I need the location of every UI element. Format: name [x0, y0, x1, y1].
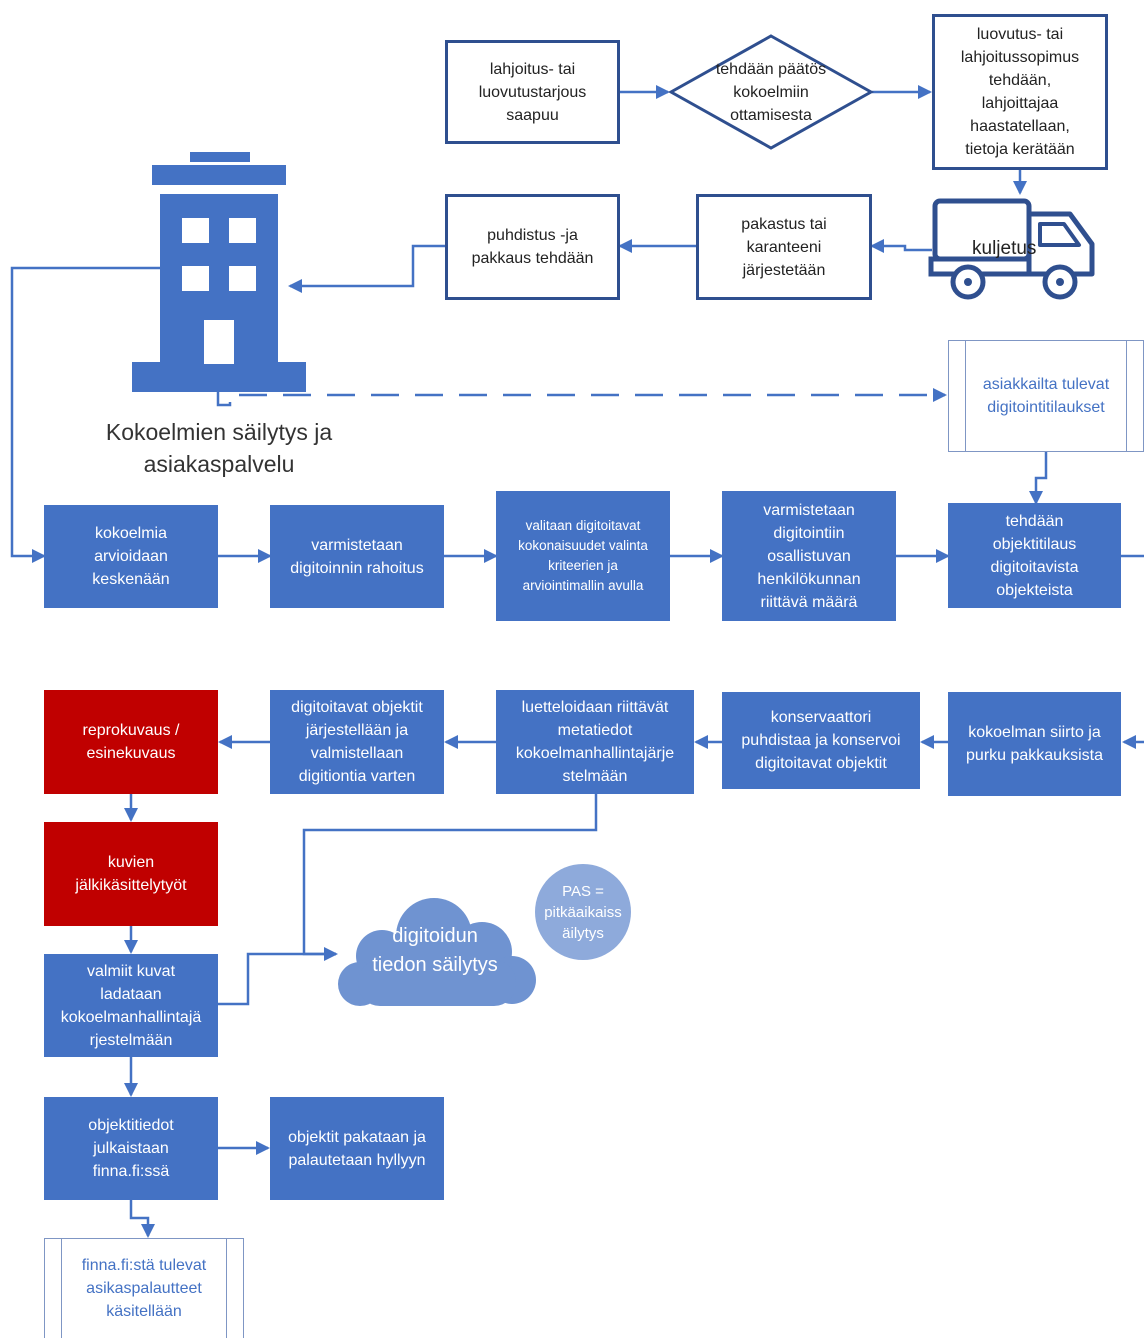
node-funding: varmistetaan digitoinnin rahoitus [270, 505, 444, 608]
node-assess: kokoelmia arvioidaan keskenään [44, 505, 218, 608]
node-return: objektit pakataan ja palautetaan hyllyyn [270, 1097, 444, 1200]
node-upload-label: valmiit kuvat ladataan kokoelmanhallinta… [60, 962, 202, 1049]
node-offer-label: lahjoitus- tai luovutustarjous saapuu [478, 60, 587, 124]
node-select-label: valitaan digitoitavat kokonaisuudet vali… [518, 518, 648, 593]
node-decision: tehdään päätös kokoelmiin ottamisesta [690, 54, 852, 130]
node-postprocess: kuvien jälkikäsittelytyöt [44, 822, 218, 926]
node-transfer: kokoelman siirto ja purku pakkauksista [948, 692, 1121, 796]
node-conservator-label: konservaattori puhdistaa ja konservoi di… [741, 709, 901, 772]
node-feedback-label: finna.fi:stä tulevat asikaspalautteet kä… [81, 1257, 207, 1320]
node-return-label: objektit pakataan ja palautetaan hyllyyn [288, 1128, 426, 1169]
node-customer-orders-label: asiakkailta tulevat digitointitilaukset [982, 376, 1110, 416]
node-agreement: luovutus- tai lahjoitussopimus tehdään, … [932, 14, 1108, 170]
node-catalog: luetteloidaan riittävät metatiedot kokoe… [496, 690, 694, 794]
truck-icon [928, 198, 1095, 300]
arrow-orders-order [1029, 452, 1048, 505]
building-icon [132, 152, 306, 392]
node-transport-label: kuljetus [972, 238, 1037, 259]
node-arrange: digitoitavat objektit järjestellään ja v… [270, 690, 444, 794]
node-publish-label: objektitiedot julkaistaan finna.fi:ssä [88, 1117, 174, 1180]
node-transfer-label: kokoelman siirto ja purku pakkauksista [966, 724, 1103, 764]
node-cloud: digitoidun tiedon säilytys [350, 922, 520, 980]
arrow-storage-assess [10, 266, 160, 563]
arrow-upload-cloud [218, 952, 336, 1006]
node-repro: reprokuvaus / esinekuvaus [44, 690, 218, 794]
node-order-label: tehdään objektitilaus digitoitavista obj… [990, 512, 1079, 599]
node-cleaning-label: puhdistus -ja pakkaus tehdään [471, 227, 594, 267]
arrow-truck-quarantine [870, 239, 932, 253]
arrow-storage-orders [216, 388, 947, 407]
node-staff: varmistetaan digitointiin osallistuvan h… [722, 491, 896, 621]
node-assess-label: kokoelmia arvioidaan keskenään [92, 525, 170, 588]
node-pas-label: PAS = pitkäaikaiss äilytys [544, 882, 622, 942]
node-offer: lahjoitus- tai luovutustarjous saapuu [445, 40, 620, 144]
node-storage: Kokoelmien säilytys ja asiakaspalvelu [84, 416, 354, 480]
arrow-cleaning-storage [288, 244, 445, 293]
node-funding-label: varmistetaan digitoinnin rahoitus [290, 536, 424, 577]
node-feedback: finna.fi:stä tulevat asikaspalautteet kä… [44, 1238, 244, 1338]
node-arrange-label: digitoitavat objektit järjestellään ja v… [291, 699, 423, 785]
node-select: valitaan digitoitavat kokonaisuudet vali… [496, 491, 670, 621]
node-customer-orders: asiakkailta tulevat digitointitilaukset [948, 340, 1144, 452]
decision-diamond [668, 34, 874, 150]
node-order: tehdään objektitilaus digitoitavista obj… [948, 503, 1121, 608]
node-storage-label: Kokoelmien säilytys ja asiakaspalvelu [105, 419, 333, 477]
node-agreement-label: luovutus- tai lahjoitussopimus tehdään, … [960, 26, 1080, 158]
node-cloud-label: digitoidun tiedon säilytys [372, 925, 498, 976]
cloud-icon [338, 898, 536, 1006]
arrow-publish-feedback [129, 1200, 155, 1238]
node-staff-label: varmistetaan digitointiin osallistuvan h… [757, 501, 861, 611]
node-catalog-label: luetteloidaan riittävät metatiedot kokoe… [515, 699, 675, 785]
node-quarantine-label: pakastus tai karanteeni järjestetään [741, 215, 827, 279]
node-transport: kuljetus [972, 238, 1036, 260]
node-cleaning: puhdistus -ja pakkaus tehdään [445, 194, 620, 300]
node-publish: objektitiedot julkaistaan finna.fi:ssä [44, 1097, 218, 1200]
node-conservator: konservaattori puhdistaa ja konservoi di… [722, 692, 920, 789]
node-repro-label: reprokuvaus / esinekuvaus [82, 722, 180, 762]
node-decision-label: tehdään päätös kokoelmiin ottamisesta [715, 60, 827, 124]
node-upload: valmiit kuvat ladataan kokoelmanhallinta… [44, 954, 218, 1057]
node-quarantine: pakastus tai karanteeni järjestetään [696, 194, 872, 300]
node-postprocess-label: kuvien jälkikäsittelytyöt [75, 854, 187, 894]
node-pas: PAS = pitkäaikaiss äilytys [535, 864, 631, 960]
